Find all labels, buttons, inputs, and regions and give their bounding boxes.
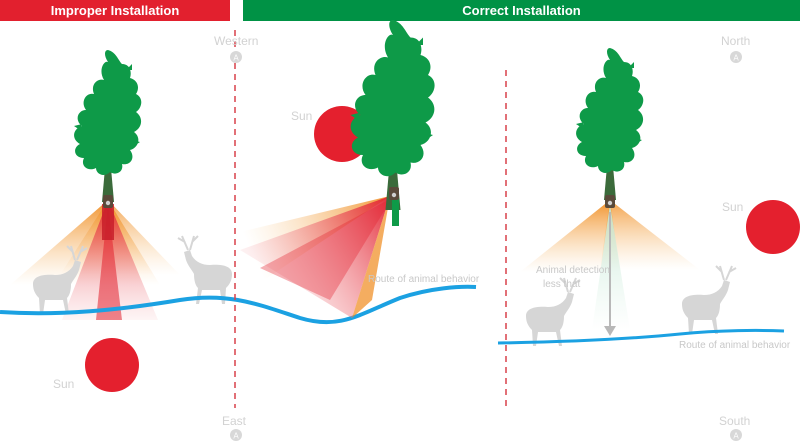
detection-zone-wide	[520, 200, 620, 272]
compass-north: North	[721, 34, 750, 48]
sun-label-middle: Sun	[291, 109, 312, 123]
camera-icon	[389, 187, 399, 200]
compass-western: Western	[214, 34, 258, 48]
deer-icon	[177, 235, 233, 305]
sun-icon	[85, 338, 139, 392]
correct-installation-banner: Correct Installation	[243, 0, 800, 21]
route-label-middle: Route of animal behavior	[368, 274, 480, 285]
tree-icon	[350, 20, 435, 210]
camera-icon	[605, 195, 615, 208]
compass-badge-label: A	[233, 432, 239, 441]
route-label-right: Route of animal behavior	[679, 340, 791, 351]
camera-icon	[103, 195, 113, 208]
sun-label-right: Sun	[722, 200, 743, 214]
compass-badge-label: A	[733, 54, 739, 63]
compass-badge-icon	[230, 51, 242, 63]
sun-icon	[746, 200, 800, 254]
improper-installation-banner: Improper Installation	[0, 0, 230, 21]
tree-icon	[74, 50, 142, 202]
route-line-improper	[0, 284, 477, 325]
compass-badge-icon	[730, 429, 742, 441]
route-line-correct	[497, 328, 785, 345]
improper-panel: Sun	[10, 50, 233, 392]
middle-panel: Sun Route of animal behavior	[240, 20, 480, 318]
compass-badge-icon	[230, 429, 242, 441]
detection-note-line2: less that	[543, 279, 580, 290]
compass-badge-label: A	[233, 54, 239, 63]
compass-badge-label: A	[733, 432, 739, 441]
compass-south: South	[719, 414, 750, 428]
compass-badge-icon	[730, 51, 742, 63]
correct-panel: Sun Animal detection less that Route of …	[520, 48, 800, 351]
detection-note-line1: Animal detection	[536, 265, 610, 276]
compass-east: East	[222, 414, 247, 428]
sun-label-left: Sun	[53, 377, 74, 391]
tree-icon	[576, 48, 644, 200]
deer-icon	[681, 265, 737, 335]
detection-zone-glare	[240, 196, 390, 318]
